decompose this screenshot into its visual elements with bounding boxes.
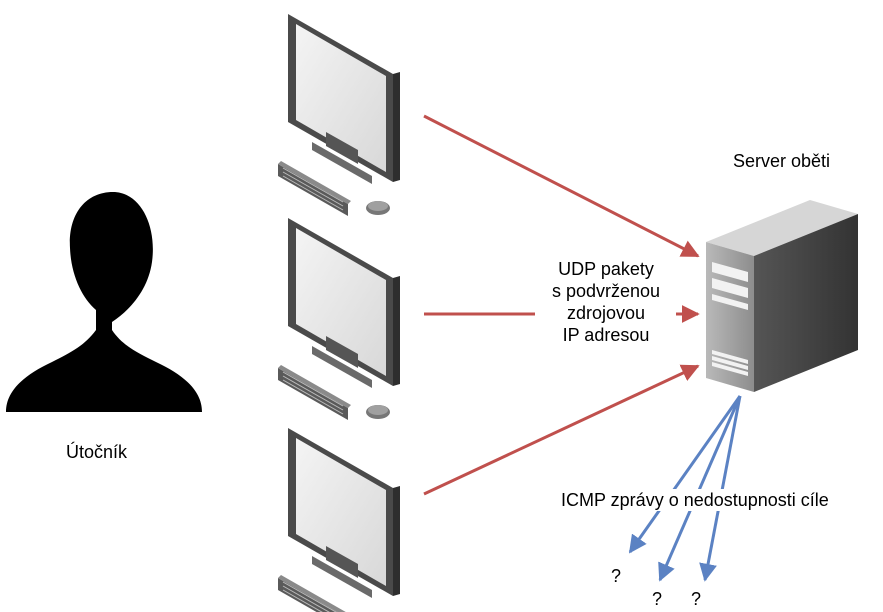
icmp-label: ICMP zprávy o nedostupnosti cíle — [561, 489, 829, 511]
packets-label-line-1: UDP pakety — [558, 259, 654, 279]
computer-middle-icon — [277, 217, 401, 421]
packets-label-line-3: zdrojovou — [566, 303, 646, 323]
arrow-top-to-server — [423, 114, 700, 258]
computer-top-icon — [277, 13, 401, 217]
packets-label: UDP pakety s podvrženou zdrojovou IP adr… — [536, 258, 676, 346]
computer-bottom-icon — [277, 427, 401, 612]
icmp-arrow-1 — [628, 395, 742, 554]
server-tower-icon — [706, 200, 858, 392]
attacker-silhouette-icon — [6, 192, 202, 412]
unknown-marker-3: ? — [691, 589, 702, 609]
attacker-label: Útočník — [66, 442, 128, 462]
unknown-marker-1: ? — [611, 566, 622, 586]
packets-label-line-4: IP adresou — [562, 325, 650, 345]
server-label: Server oběti — [733, 151, 831, 171]
unknown-marker-2: ? — [652, 589, 663, 609]
icmp-arrow-2 — [658, 395, 742, 582]
icmp-arrow-3 — [699, 395, 742, 582]
packets-label-line-2: s podvrženou — [551, 281, 661, 301]
arrow-bottom-to-server — [423, 364, 700, 496]
